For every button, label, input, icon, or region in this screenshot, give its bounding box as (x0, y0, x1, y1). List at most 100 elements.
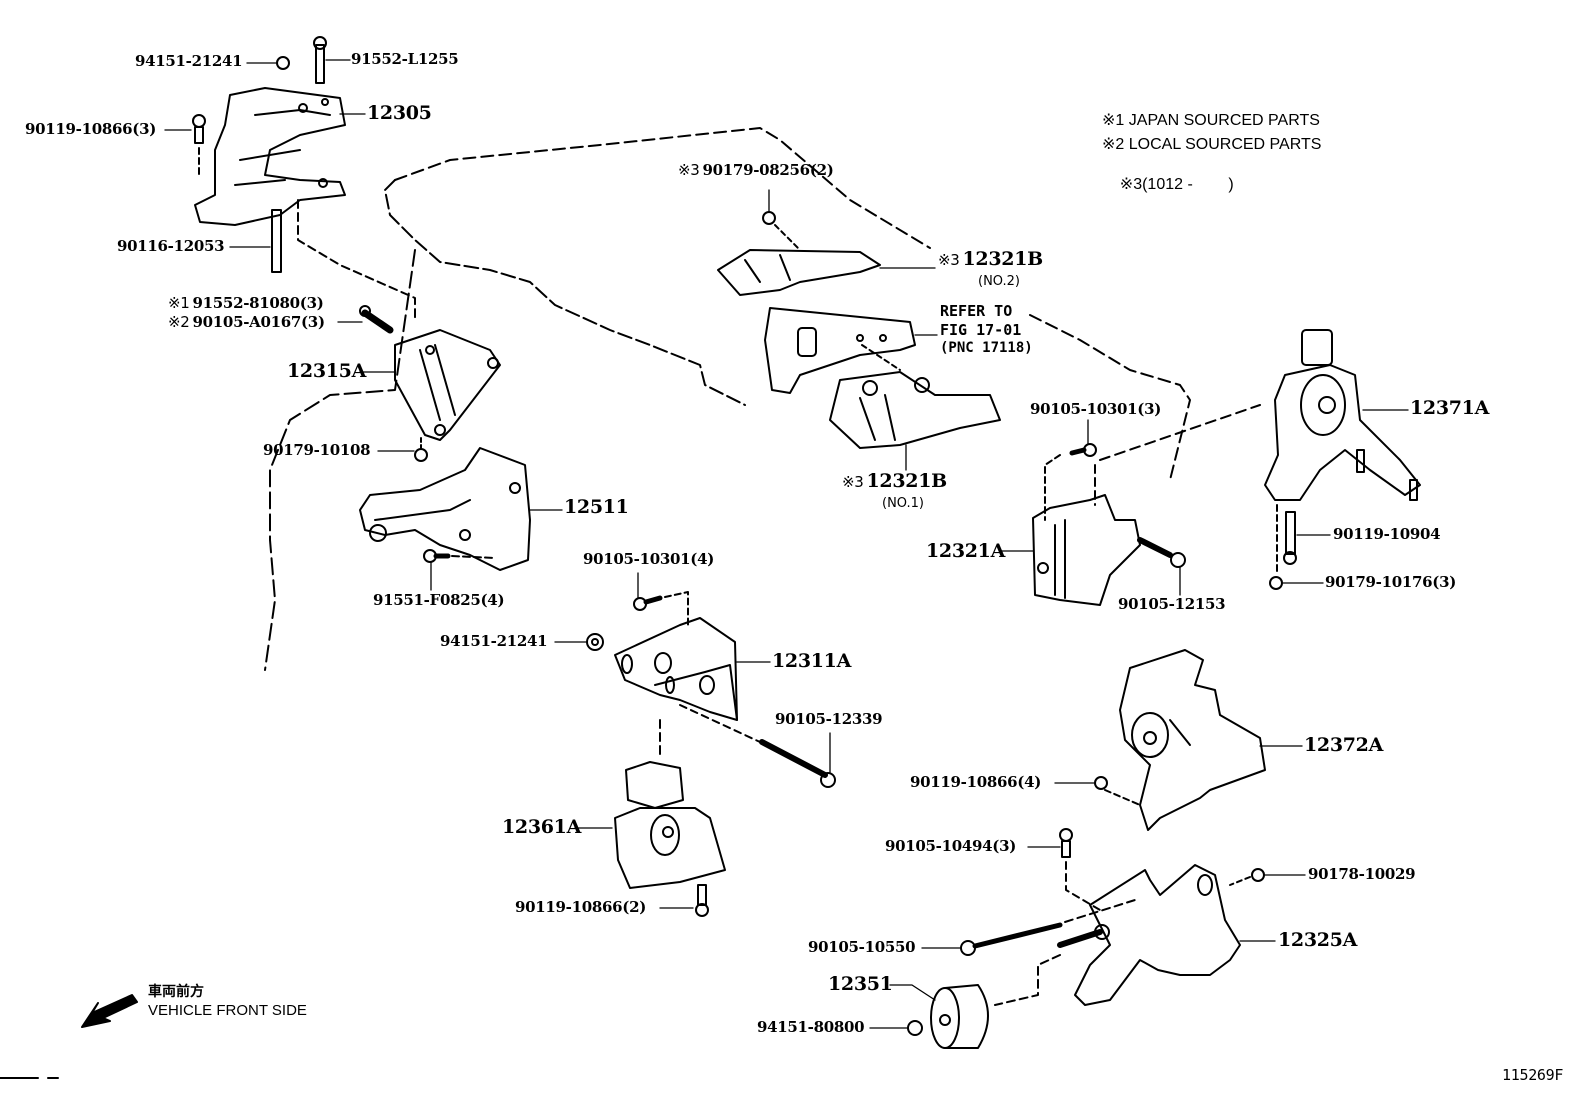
nut-90119-10866-4-drawing (1094, 776, 1141, 806)
part-label-90105-10494[interactable]: 90105-10494(3) (885, 837, 1017, 855)
part-number: 12321B (866, 470, 948, 492)
date-range-mark: ※3 (842, 473, 864, 491)
part-label-90116-12053[interactable]: 90116-12053 (117, 237, 225, 255)
bolt-90119-10866-3-drawing (192, 114, 206, 176)
legend-text-2: LOCAL SOURCED PARTS (1128, 136, 1322, 153)
part-label-90178-10029[interactable]: 90178-10029 (1308, 865, 1416, 883)
engine-outline-left (384, 179, 746, 406)
japan-source-mark: ※1 (168, 294, 190, 312)
nut-90179-10176-drawing (1269, 576, 1283, 590)
bolt-12325A-drawing (1057, 924, 1110, 948)
part-label-94151-21241[interactable]: 94151-21241 (135, 52, 243, 70)
part-sublabel-12321B-no2: (NO.2) (978, 274, 1020, 289)
legend-japan-sourced: ※1 JAPAN SOURCED PARTS (1102, 113, 1320, 129)
part-label-91551-F0825[interactable]: 91551-F0825(4) (373, 591, 505, 609)
bolt-91552-L1255-drawing (313, 36, 327, 84)
part-number: 90179-08256(2) (702, 161, 834, 179)
stud-12371A-drawing (1356, 449, 1418, 501)
leader-lines (164, 59, 1409, 1029)
bolt-90105-12339-drawing (759, 739, 836, 788)
nut-90179-10108-drawing (414, 437, 428, 462)
bolt-90119-10904-drawing (1283, 511, 1297, 565)
part-12321B-no1-drawing (829, 371, 1001, 449)
nut-90178-10029-drawing (1229, 868, 1265, 886)
part-12371A-drawing (1264, 329, 1421, 501)
part-label-90179-10108[interactable]: 90179-10108 (263, 441, 371, 459)
part-12511-drawing (359, 447, 531, 571)
stud-90116-12053-drawing (271, 209, 282, 273)
part-12315A-drawing (394, 329, 501, 441)
local-source-mark: ※2 (168, 313, 190, 331)
bolt-90105-10301-4-drawing (633, 591, 689, 626)
part-label-12325A[interactable]: 12325A (1278, 929, 1358, 951)
part-label-90105-10550[interactable]: 90105-10550 (808, 938, 916, 956)
part-label-94151-21241-mid[interactable]: 94151-21241 (440, 632, 548, 650)
arrow-down-left-icon (81, 994, 138, 1028)
part-label-12511[interactable]: 12511 (564, 496, 629, 518)
part-label-12361A[interactable]: 12361A (502, 816, 582, 838)
bolt-90105-10494-drawing (1059, 828, 1101, 911)
part-number: 90105-A0167(3) (192, 313, 326, 331)
part-label-12371A[interactable]: 12371A (1410, 397, 1490, 419)
vehicle-front-label: 車両前方 VEHICLE FRONT SIDE (148, 983, 307, 1021)
part-12321B-no2-drawing (717, 249, 881, 296)
part-label-12372A[interactable]: 12372A (1304, 734, 1384, 756)
part-label-12315A[interactable]: 12315A (287, 360, 367, 382)
part-12361A-drawing (614, 761, 726, 889)
legend-mark-1: ※1 (1102, 112, 1125, 129)
part-label-90105-10301-4[interactable]: 90105-10301(4) (583, 550, 715, 568)
part-label-90105-12339[interactable]: 90105-12339 (775, 710, 883, 728)
date-range-mark: ※3 (938, 251, 960, 269)
refer-line-2: FIG 17-01 (940, 320, 1022, 339)
bracket-17118-drawing (764, 307, 916, 394)
date-range-mark: ※3 (678, 161, 700, 179)
legend-date-range: ※3(1012 - ) (1102, 161, 1234, 209)
part-label-12351[interactable]: 12351 (828, 973, 893, 995)
part-label-90105-10301-3[interactable]: 90105-10301(3) (1030, 400, 1162, 418)
part-12321A-drawing (1032, 494, 1141, 606)
bolt-90105-12153-drawing (1137, 537, 1186, 568)
nut-94151-21241-drawing (276, 56, 290, 70)
part-label-90119-10904[interactable]: 90119-10904 (1333, 525, 1441, 543)
part-12372A-drawing (1119, 649, 1266, 831)
refer-line-1: REFER TO (940, 302, 1013, 320)
engine-outline-right (1029, 314, 1191, 481)
part-label-94151-80800[interactable]: 94151-80800 (757, 1018, 865, 1036)
part-label-90119-10866-3[interactable]: 90119-10866(3) (25, 120, 157, 138)
part-label-12321A[interactable]: 12321A (926, 540, 1006, 562)
part-sublabel-12321B-no1: (NO.1) (882, 496, 924, 511)
part-label-90119-10866-2[interactable]: 90119-10866(2) (515, 898, 647, 916)
nut-94151-80800-drawing (907, 1020, 923, 1036)
vehicle-front-en: VEHICLE FRONT SIDE (148, 1002, 307, 1020)
nut-94151-21241-mid-drawing (586, 633, 604, 651)
part-12351-drawing (930, 984, 989, 1049)
part-12305-drawing (194, 87, 346, 226)
part-number: 12321B (962, 248, 1044, 270)
part-label-91552-L1255[interactable]: 91552-L1255 (351, 50, 459, 68)
refer-to-figure[interactable]: REFER TO FIG 17-01 (PNC 17118) (940, 302, 1033, 357)
bolt-90105-10301-3-drawing (1044, 443, 1097, 521)
refer-line-3: (PNC 17118) (940, 339, 1033, 356)
part-label-12311A[interactable]: 12311A (772, 650, 852, 672)
part-label-90105-12153[interactable]: 90105-12153 (1118, 595, 1226, 613)
legend-text-1: JAPAN SOURCED PARTS (1128, 112, 1320, 129)
legend-mark-3: ※3 (1119, 176, 1143, 193)
part-label-90119-10866-4[interactable]: 90119-10866(4) (910, 773, 1042, 791)
bolt-91552-81080-drawing (359, 305, 394, 334)
legend-text-3: (1012 - ) (1142, 176, 1234, 193)
figure-id: 115269F (1502, 1066, 1564, 1084)
vehicle-front-jp: 車両前方 (148, 984, 204, 1000)
part-label-12305[interactable]: 12305 (367, 102, 432, 124)
part-12311A-drawing (614, 617, 738, 721)
bolt-90119-10866-2-drawing (695, 884, 709, 917)
part-number: 91552-81080(3) (192, 294, 324, 312)
part-12325A-drawing (1074, 864, 1241, 1006)
nut-90179-08256-drawing (762, 211, 801, 251)
part-label-90179-10176[interactable]: 90179-10176(3) (1325, 573, 1457, 591)
